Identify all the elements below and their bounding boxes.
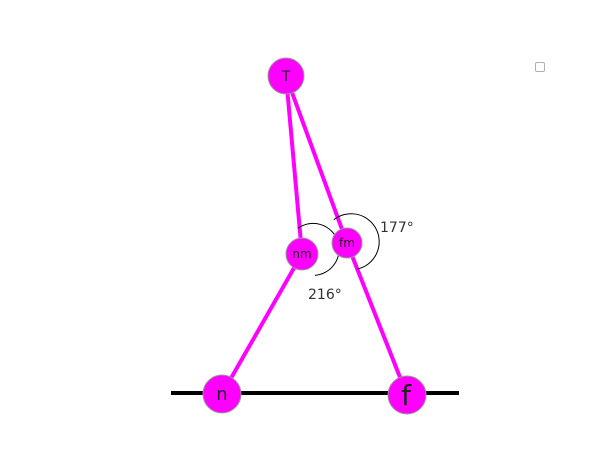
node-f-label: f [401, 379, 412, 412]
angle-arc-fm [333, 213, 380, 270]
link-t-nm [284, 75, 304, 255]
link-fm-f [345, 242, 409, 396]
angle-label-fm: 177° [380, 220, 414, 236]
node-f[interactable]: f [387, 375, 427, 415]
link-t-fm [284, 75, 349, 244]
node-t-label: T [281, 69, 291, 85]
angle-label-nm: 216° [308, 287, 342, 303]
node-n-label: n [216, 384, 227, 405]
link-nm-n [220, 253, 304, 395]
node-nm[interactable]: nm [285, 237, 319, 271]
node-t[interactable]: T [267, 57, 305, 95]
node-n[interactable]: n [202, 374, 242, 414]
node-nm-label: nm [292, 247, 311, 261]
corner-checkbox[interactable] [535, 62, 545, 72]
node-fm[interactable]: fm [331, 227, 363, 259]
node-fm-label: fm [339, 236, 355, 250]
